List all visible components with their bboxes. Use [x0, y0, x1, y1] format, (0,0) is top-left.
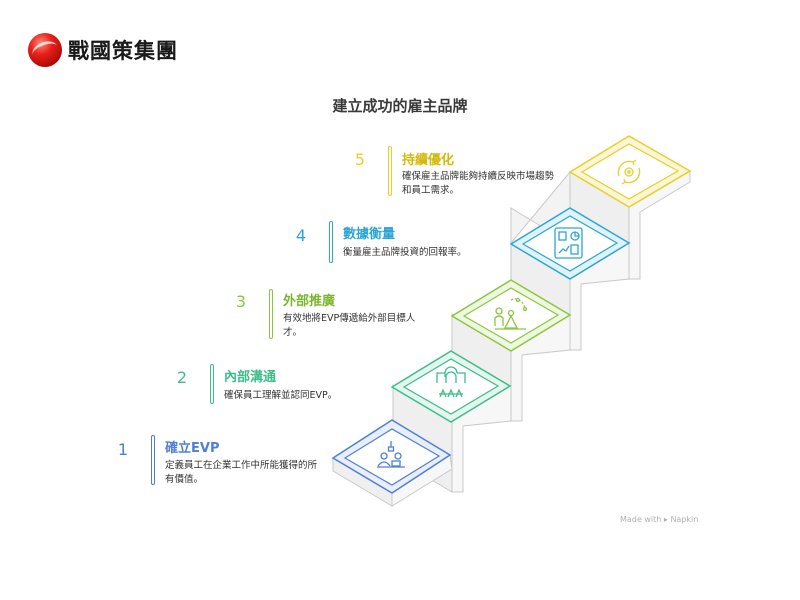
red-globe-logo-icon [28, 33, 62, 67]
step-2-top [390, 350, 512, 423]
step-1-description: 定義員工在企業工作中所能獲得的所有價值。 [165, 460, 318, 485]
footer-brand: Napkin [670, 515, 699, 524]
step-4-top [509, 207, 631, 280]
napkin-logo-icon: ▸ [663, 515, 668, 524]
team-meeting-icon [377, 441, 405, 468]
step-1-top [331, 419, 452, 494]
step-3-accent-bar [269, 289, 273, 339]
analytics-dashboard-icon [554, 227, 583, 259]
outreach-icon [494, 297, 528, 330]
diagram-title: 建立成功的雇主品牌 [332, 97, 468, 115]
step-1-heading: 確立EVP [165, 441, 220, 456]
step-2-accent-bar [210, 364, 214, 404]
group-communication-icon [436, 366, 466, 398]
step-1-accent-bar [151, 435, 155, 485]
step-3-number: 3 [235, 292, 247, 311]
step-3-description: 有效地將EVP傳遞給外部目標人才。 [283, 313, 416, 338]
company-name: 戰國策集團 [68, 38, 178, 63]
step-4-number: 4 [295, 226, 307, 245]
company-logo: 戰國策集團 [28, 30, 178, 70]
step-5-number: 5 [354, 150, 366, 169]
step-4-heading: 數據衡量 [343, 227, 396, 242]
step-1-number: 1 [117, 440, 129, 459]
step-4-accent-bar [329, 221, 333, 263]
step-2-description: 確保員工理解並認同EVP。 [224, 390, 338, 401]
step-4-description: 衡量雇主品牌投資的回報率。 [343, 247, 467, 258]
step-5-accent-bar [388, 146, 392, 196]
footer-text: Made with [620, 515, 662, 524]
step-3-heading: 外部推廣 [283, 294, 336, 309]
step-5-heading: 持續優化 [402, 153, 455, 168]
step-2-heading: 內部溝通 [224, 370, 277, 385]
made-with-napkin-badge: Made with ▸ Napkin [620, 515, 698, 524]
step-5-description: 確保雇主品牌能夠持續反映市場趨勢和員工需求。 [402, 171, 555, 196]
gear-refresh-icon [617, 159, 641, 185]
step-2-number: 2 [176, 368, 188, 387]
